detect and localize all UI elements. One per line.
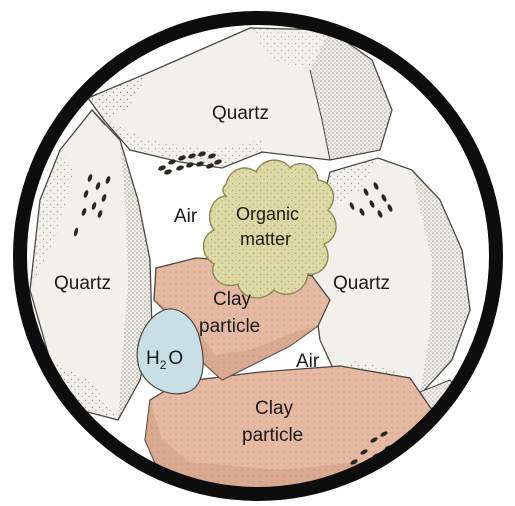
label-water-h: H	[146, 348, 160, 369]
label-water-subscript: 2	[160, 358, 167, 372]
label-quartz-left: Quartz	[54, 273, 111, 294]
label-quartz-top: Quartz	[212, 103, 269, 124]
label-clay-lower-line1: Clay	[255, 398, 294, 419]
label-quartz-right: Quartz	[333, 273, 390, 294]
label-organic-line1: Organic	[236, 204, 299, 224]
label-air-lower: Air	[296, 351, 320, 372]
label-air-upper: Air	[174, 206, 198, 227]
label-clay-upper-line2: particle	[199, 316, 260, 337]
label-clay-upper-line1: Clay	[213, 289, 252, 310]
label-water-o: O	[168, 348, 183, 369]
label-organic-line2: matter	[240, 229, 291, 249]
label-clay-lower-line2: particle	[242, 425, 303, 446]
